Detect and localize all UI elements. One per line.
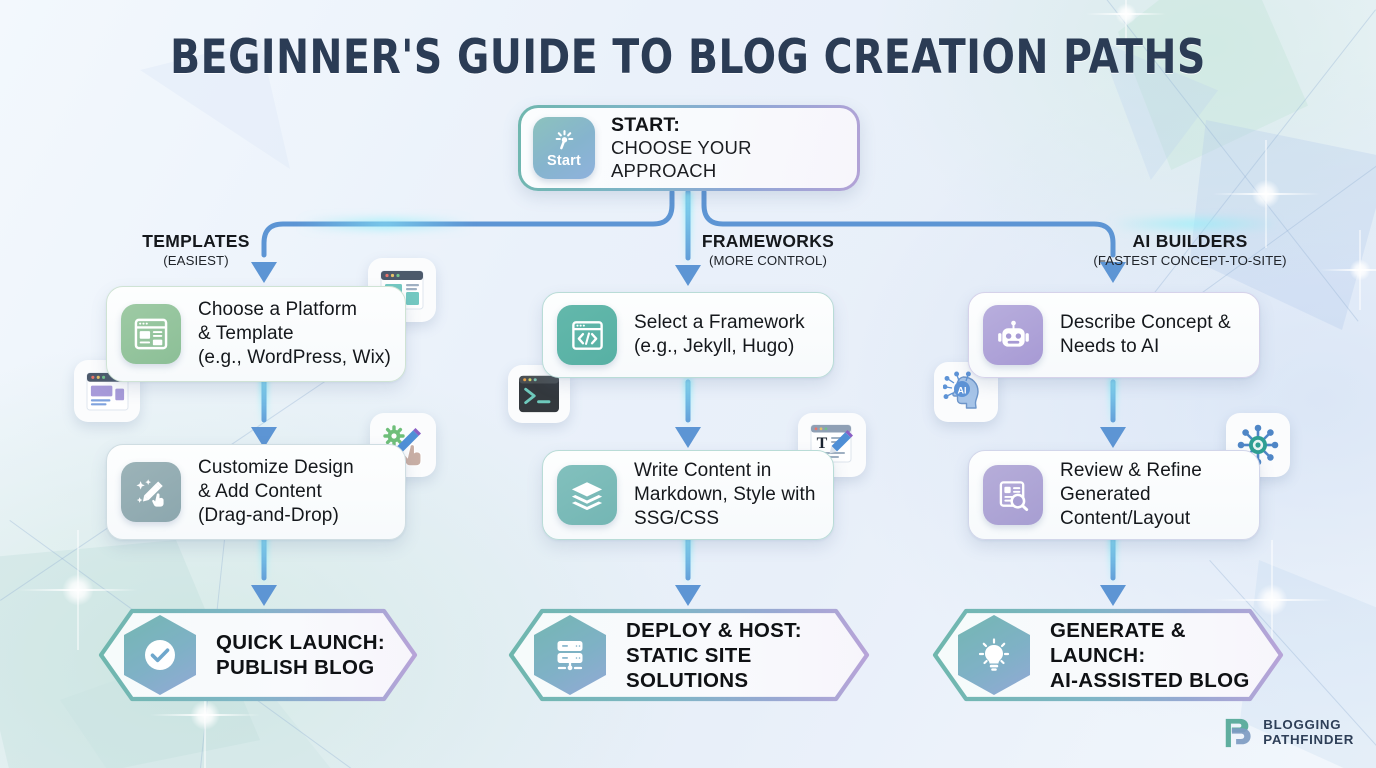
- terminal-line-1: GENERATE & LAUNCH:: [1050, 618, 1186, 667]
- lightbulb-icon: [958, 615, 1030, 695]
- start-tile-label: Start: [546, 153, 582, 169]
- server-rack-icon: [534, 615, 606, 695]
- terminal-console-icon: [508, 365, 570, 423]
- layers-stack-icon: [557, 465, 617, 525]
- terminal-line-2: STATIC SITE SOLUTIONS: [626, 643, 752, 692]
- start-burst-icon: Start: [533, 117, 595, 179]
- step-card-choose-platform: Choose a Platform& Template(e.g., WordPr…: [106, 286, 406, 382]
- terminal-line-2: PUBLISH BLOG: [216, 656, 375, 679]
- blogging-pathfinder-mark: [1226, 718, 1251, 748]
- step-card-select-framework: Select a Framework(e.g., Jekyll, Hugo): [542, 292, 834, 378]
- terminal-node-text: QUICK LAUNCH: PUBLISH BLOG: [216, 630, 385, 680]
- terminal-node-quick-launch: QUICK LAUNCH: PUBLISH BLOG: [98, 608, 418, 702]
- column-subheading-label: (EASIEST): [163, 252, 229, 268]
- start-node: Start START: CHOOSE YOUR APPROACH: [518, 105, 860, 191]
- terminal-node-generate-launch: GENERATE & LAUNCH: AI-ASSISTED BLOG: [932, 608, 1284, 702]
- column-subheading-label: (MORE CONTROL): [709, 252, 827, 268]
- column-heading-ai-builders: AI BUILDERS (FASTEST CONCEPT-TO-SITE): [1090, 231, 1290, 268]
- brand-line-1: BLOGGING: [1263, 717, 1342, 733]
- terminal-line-2: AI-ASSISTED BLOG: [1050, 668, 1250, 692]
- svg-text:T: T: [816, 435, 827, 452]
- terminal-line-1: DEPLOY & HOST:: [626, 618, 802, 642]
- terminal-line-1: QUICK LAUNCH:: [216, 631, 386, 654]
- column-heading-frameworks: FRAMEWORKS (MORE CONTROL): [668, 231, 868, 268]
- start-node-text: START: CHOOSE YOUR APPROACH: [611, 114, 857, 183]
- code-window-icon: [557, 305, 617, 365]
- step-card-text: Describe Concept &Needs to AI: [1060, 311, 1231, 357]
- terminal-node-text: DEPLOY & HOST: STATIC SITE SOLUTIONS: [626, 618, 870, 693]
- column-heading-label: FRAMEWORKS: [701, 231, 835, 251]
- document-search-icon: [983, 465, 1043, 525]
- step-card-customize-design: Customize Design& Add Content(Drag-and-D…: [106, 444, 406, 540]
- column-heading-label: AI BUILDERS: [1132, 231, 1248, 251]
- svg-text:AI: AI: [958, 386, 967, 396]
- start-line-2: CHOOSE YOUR APPROACH: [611, 137, 752, 181]
- step-card-text: Select a Framework(e.g., Jekyll, Hugo): [634, 311, 805, 357]
- webpage-layout-icon: [121, 304, 181, 364]
- terminal-node-deploy-host: DEPLOY & HOST: STATIC SITE SOLUTIONS: [508, 608, 870, 702]
- brand-logo: BLOGGING PATHFINDER: [1222, 716, 1354, 750]
- step-card-text: Choose a Platform& Template(e.g., WordPr…: [198, 298, 391, 369]
- page-title: BEGINNER'S GUIDE TO BLOG CREATION PATHS: [170, 30, 1206, 85]
- check-circle-icon: [124, 615, 196, 695]
- brand-line-2: PATHFINDER: [1263, 732, 1354, 747]
- step-card-describe-concept: Describe Concept &Needs to AI: [968, 292, 1260, 378]
- column-heading-label: TEMPLATES: [142, 231, 250, 251]
- brand-wordmark: BLOGGING PATHFINDER: [1263, 717, 1354, 748]
- magic-wand-cursor-icon: [121, 462, 181, 522]
- terminal-node-text: GENERATE & LAUNCH: AI-ASSISTED BLOG: [1050, 618, 1284, 693]
- column-heading-templates: TEMPLATES (EASIEST): [96, 231, 296, 268]
- start-line-1: START:: [611, 113, 681, 136]
- robot-icon: [983, 305, 1043, 365]
- step-card-text: Customize Design& Add Content(Drag-and-D…: [198, 456, 354, 527]
- column-subheading-label: (FASTEST CONCEPT-TO-SITE): [1093, 252, 1287, 268]
